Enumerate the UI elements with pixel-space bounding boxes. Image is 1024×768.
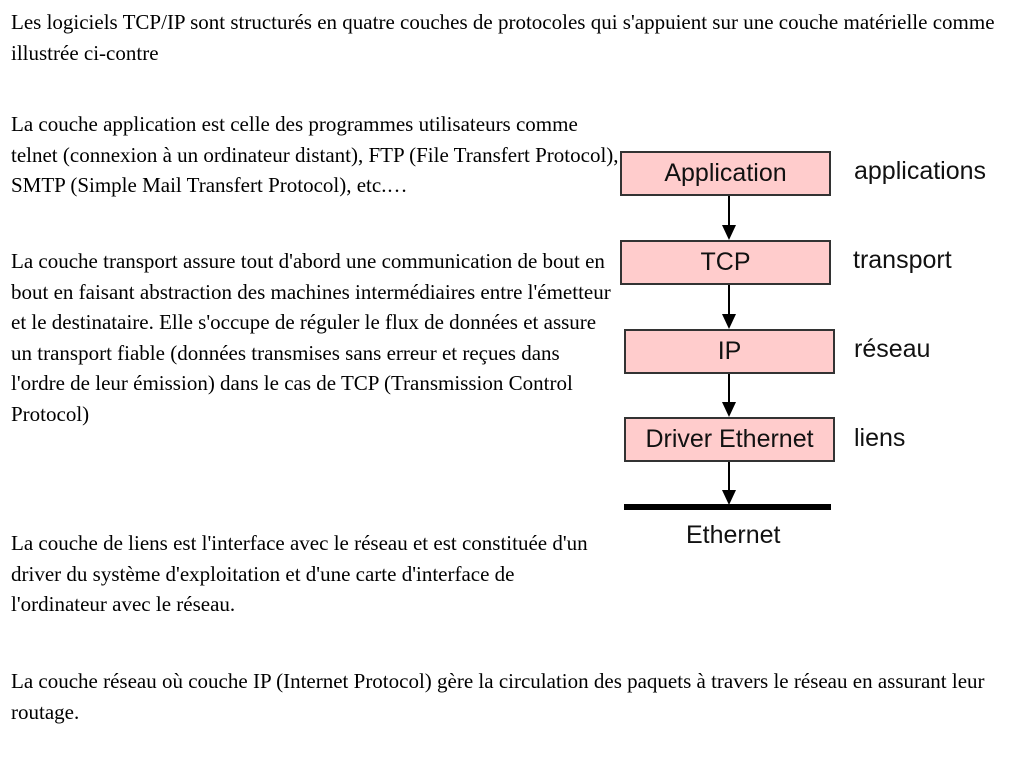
arrowhead-driver-to-ethernet [722, 490, 736, 505]
intro-paragraph: Les logiciels TCP/IP sont structurés en … [11, 10, 995, 65]
network-layer-paragraph: La couche réseau où couche IP (Internet … [11, 669, 985, 724]
application-layer-box: Application [620, 151, 831, 196]
arrowhead-ip-to-driver [722, 402, 736, 417]
arrowhead-application-to-tcp [722, 225, 736, 240]
ethernet-medium-label: Ethernet [686, 521, 781, 549]
transport-layer-paragraph: La couche transport assure tout d'abord … [11, 249, 611, 426]
links-layer-paragraph: La couche de liens est l'interface avec … [11, 531, 588, 616]
arrowhead-tcp-to-ip [722, 314, 736, 329]
links-label: liens [854, 424, 906, 452]
network-label: réseau [854, 335, 931, 363]
transport-label: transport [853, 246, 952, 274]
ip-layer-box: IP [624, 329, 835, 374]
tcp-layer-box: TCP [620, 240, 831, 285]
applications-label: applications [854, 157, 987, 185]
application-layer-paragraph: La couche application est celle des prog… [11, 112, 619, 197]
driver-ethernet-layer-box: Driver Ethernet [624, 417, 835, 462]
